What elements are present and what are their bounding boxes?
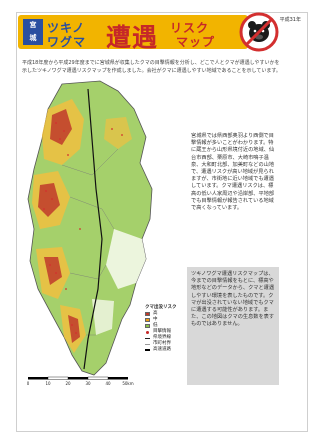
scale-label: 0 <box>27 381 30 386</box>
legend-item: 低 <box>145 323 205 329</box>
prefecture-border-icon <box>145 336 150 340</box>
highway-icon <box>145 348 150 352</box>
map-legend: クマ出没リスク 高 中 低 目撃情報 県境界線 市町村界 高速道路 <box>145 305 205 353</box>
prefecture-char: 宮 <box>29 21 37 29</box>
legend-title: クマ出没リスク <box>145 305 177 310</box>
risk-map <box>27 80 153 376</box>
scale-label: 10 <box>45 381 51 386</box>
legend-label: 県境界線 <box>153 335 171 340</box>
legend-label: 高速道路 <box>153 347 171 352</box>
title-line-2: ワグマ <box>47 35 87 49</box>
legend-item: 中 <box>145 317 205 323</box>
note-panel <box>187 267 279 385</box>
sighting-dot-icon <box>145 330 150 334</box>
scale-label: 50km <box>122 381 133 386</box>
scale-label: 20 <box>65 381 71 386</box>
legend-item: 目撃情報 <box>145 329 205 335</box>
municipal-border-icon <box>145 342 150 346</box>
title-line-4: マップ <box>176 35 216 49</box>
bear-icon <box>239 12 279 52</box>
title-line-3: リスク <box>170 21 210 35</box>
prefecture-char: 城 <box>29 34 37 42</box>
swatch-low <box>145 324 150 328</box>
legend-label: 市町村界 <box>153 341 171 346</box>
legend-label: 中 <box>153 317 158 322</box>
title-banner: 宮 城 ツキノ ワグマ 遭遇 リスク マップ <box>18 15 248 52</box>
legend-item: 高 <box>145 311 205 317</box>
scale-label: 30 <box>85 381 91 386</box>
prefecture-badge: 宮 城 <box>23 19 43 45</box>
legend-label: 低 <box>153 323 158 328</box>
swatch-high <box>145 312 150 316</box>
scale-bar: 0 10 20 30 40 50km <box>27 376 134 386</box>
scale-label: 40 <box>105 381 111 386</box>
note-paragraph: ツキノワグマ遭遇リスクマップは、今までの目撃情報をもとに、標高や地形などのデータ… <box>191 271 275 328</box>
legend-item: 県境界線 <box>145 335 205 341</box>
title-highlight: 遭遇 <box>106 23 159 52</box>
legend-label: 高 <box>153 311 158 316</box>
date-label: 平成31年 <box>279 17 301 23</box>
analysis-paragraph: 宮城県では県西部奥羽より西側で目撃情報が多いことがわかります。特に蔵王から山形県… <box>191 133 275 212</box>
title-line-1: ツキノ <box>47 21 86 35</box>
legend-label: 目撃情報 <box>153 329 171 334</box>
legend-item: 高速道路 <box>145 347 205 353</box>
legend-item: 市町村界 <box>145 341 205 347</box>
intro-paragraph: 平成18年度から平成29年度までに宮城県が収集したクマの目撃情報を分析し、どこで… <box>22 60 281 74</box>
swatch-medium <box>145 318 150 322</box>
